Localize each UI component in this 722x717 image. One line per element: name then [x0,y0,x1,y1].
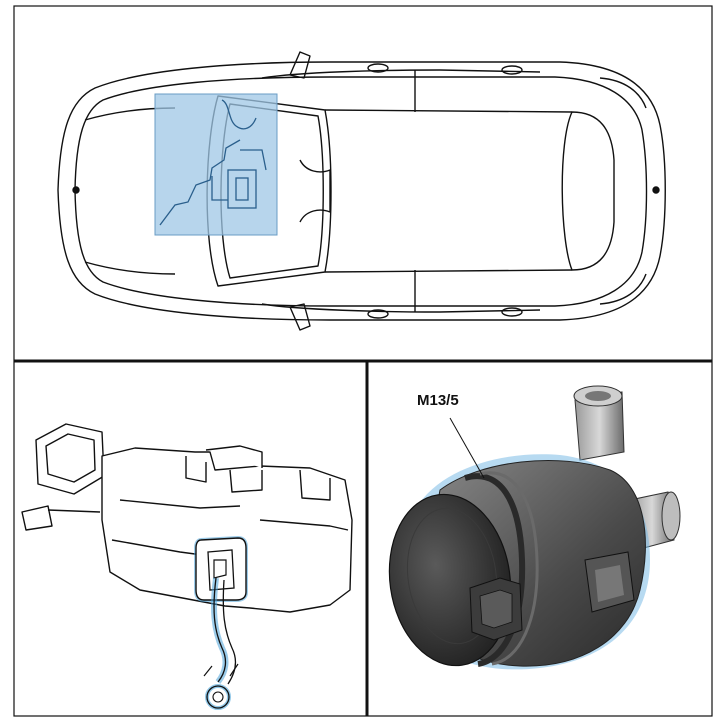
heater-housing-illustration [21,423,353,613]
highlight-region [154,93,278,236]
component-location-sketch [159,99,267,226]
component-callout-label: M13/5 [417,392,459,409]
car-top-view [57,51,666,331]
pump-mount-highlight [194,535,248,710]
callout-leader-line [449,417,485,479]
auxiliary-coolant-pump-render [388,385,681,670]
